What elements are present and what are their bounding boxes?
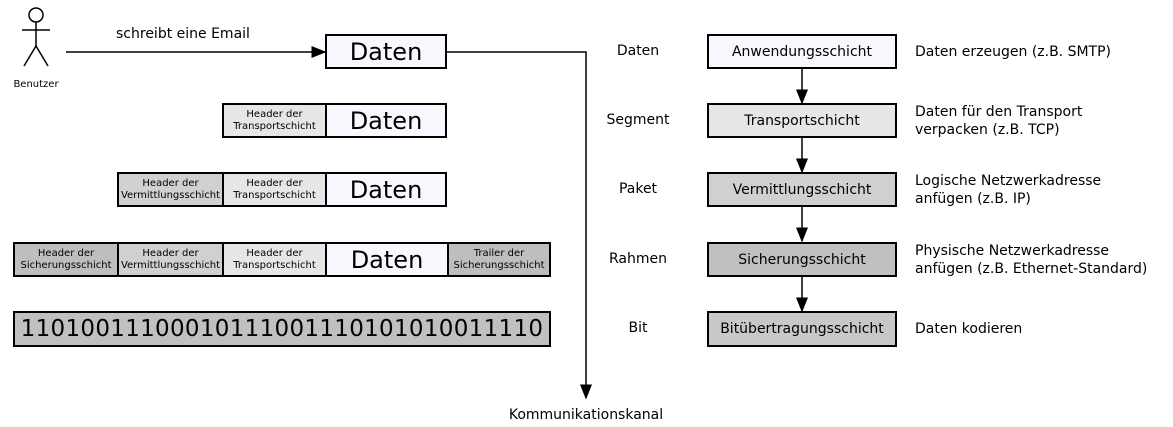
transport-header: Header der Transportschicht xyxy=(222,172,327,207)
layer-datalink: Sicherungsschicht xyxy=(707,242,897,277)
data-box: Daten xyxy=(325,103,447,138)
layer-transport: Transportschicht xyxy=(707,103,897,138)
channel-label: Kommunikationskanal xyxy=(508,407,664,423)
data-box: Daten xyxy=(325,172,447,207)
data-box: Daten xyxy=(325,242,449,277)
actor-label: Benutzer xyxy=(13,79,59,90)
layer-description: Daten für den Transport verpacken (z.B. … xyxy=(915,104,1083,138)
bit-stream: 11010011100010111001110101010011110 xyxy=(13,311,551,347)
link-header: Header der Sicherungsschicht xyxy=(13,242,119,277)
action-label: schreibt eine Email xyxy=(116,26,250,42)
layer-description: Physische Netzwerkadresse anfügen (z.B. … xyxy=(915,243,1148,277)
layer-description: Daten kodieren xyxy=(915,321,1023,337)
pdu-label: Bit xyxy=(628,320,648,336)
transport-header: Header der Transportschicht xyxy=(222,242,327,277)
network-header: Header der Vermittlungsschicht xyxy=(117,172,224,207)
link-trailer: Trailer der Sicherungsschicht xyxy=(447,242,551,277)
pdu-label: Rahmen xyxy=(609,251,667,267)
pdu-label: Segment xyxy=(606,112,670,128)
layer-application: Anwendungsschicht xyxy=(707,34,897,69)
layer-network: Vermittlungsschicht xyxy=(707,172,897,207)
layer-description: Logische Netzwerkadresse anfügen (z.B. I… xyxy=(915,173,1102,207)
user-icon xyxy=(22,7,50,67)
data-box: Daten xyxy=(325,34,447,69)
pdu-label: Paket xyxy=(618,181,658,197)
pdu-label: Daten xyxy=(616,43,660,59)
layer-physical: Bitübertragungsschicht xyxy=(707,311,897,347)
transport-header: Header der Transportschicht xyxy=(222,103,327,138)
network-header: Header der Vermittlungsschicht xyxy=(117,242,224,277)
layer-description: Daten erzeugen (z.B. SMTP) xyxy=(915,44,1111,60)
channel-line xyxy=(447,51,592,400)
